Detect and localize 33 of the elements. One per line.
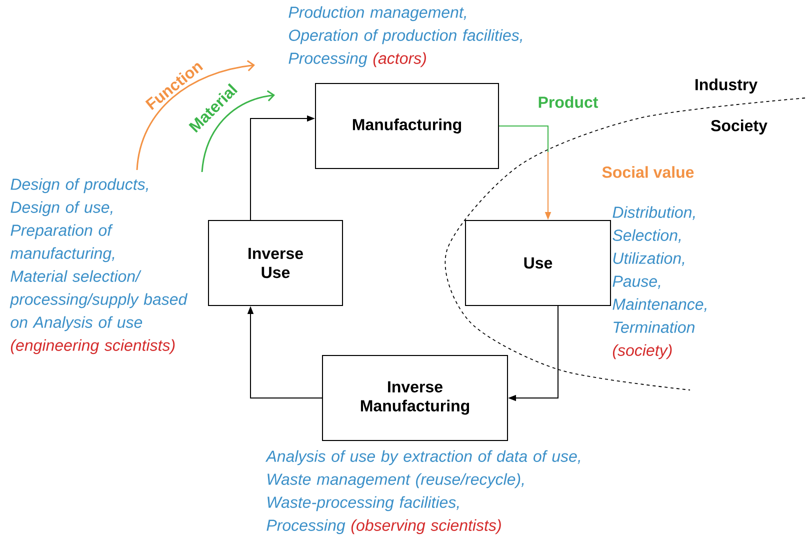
node-label: Waste management (reuse/recycle), [268,473,524,488]
description-text: Design of products, Design of use, Preparation of manufacturing, Material selection/ processing/supply based on Analysis of use (engineering scientists) [10,178,188,354]
node-label: Production management, [288,6,466,22]
process-box: Inverse Manufacturing [322,355,508,441]
node-label: Processing [288,52,368,68]
description-text: Distribution, Selection, Utilization, Pause, Maintenance, Termination (society) [612,206,706,360]
process-box: Use [465,220,611,306]
description-text: Production management, Operation of production facilities, Processing (actors) [288,6,522,68]
node-label: Material selection/ processing/supply based on Analysis of use [10,270,188,332]
node-label: Processing [266,519,346,534]
node-label: Pause, [612,276,660,289]
node-label: Utilization, [613,252,684,266]
process-box: Manufacturing [315,83,499,169]
node-label: Design of products, [10,178,148,194]
node-label: Preparation of manufacturing, [10,224,114,262]
node-label: Analysis of use by extraction of data of use, [265,450,580,466]
node-label: Distribution, [612,206,695,220]
flow-label: Society [711,120,768,134]
description-text: Analysis of use by extraction of data of use, Waste management (reuse/recycle), Waste-processing facilities, Processing (observing scientists) [265,450,580,534]
node-label: Maintenance, [612,298,706,312]
node-label: Design of use, [10,201,112,216]
node-label: Termination [614,321,694,333]
node-label: (society) [612,344,672,360]
node-label: Waste-processing facilities, [268,496,459,512]
node-label: (actors) [373,52,426,68]
flow-label: Social value [602,166,694,178]
node-label: Operation of production facilities, [289,29,522,44]
flow-label: Industry [696,78,758,94]
edge-label: Product [538,96,598,108]
node-label: (engineering scientists) [10,339,175,354]
process-box: Inverse Use [208,220,343,306]
node-label: Selection, [612,229,681,243]
node-label: (observing scientists) [351,519,501,534]
